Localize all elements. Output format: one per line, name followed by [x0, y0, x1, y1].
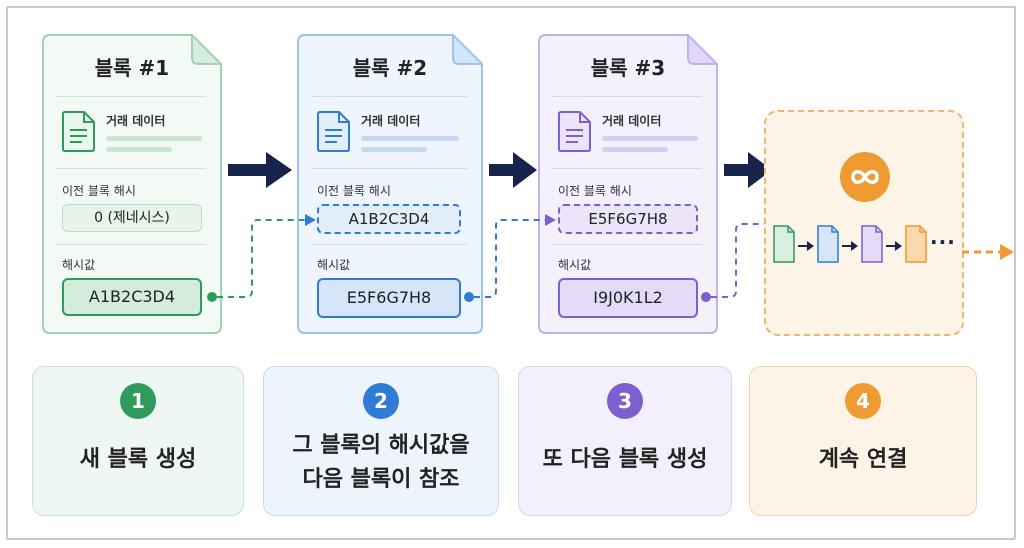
hash-value: A1B2C3D4: [62, 278, 202, 316]
block-title: 블록 #3: [590, 56, 666, 80]
arrow-right-icon: [724, 152, 772, 188]
mini-block-icon: [861, 225, 883, 263]
step-card-3: 3 또 다음 블록 생성: [518, 366, 732, 516]
data-line: [602, 136, 698, 141]
divider: [311, 168, 467, 169]
divider: [552, 168, 702, 169]
step-card-2: 2 그 블록의 해시값을 다음 블록이 참조: [263, 366, 499, 516]
divider: [56, 168, 206, 169]
prev-hash-label: 이전 블록 해시: [317, 184, 391, 198]
block-card-2: 블록 #2 거래 데이터 이전 블록 해시 A1B2C3D4 해시값 E5F6G…: [297, 34, 483, 334]
transaction-label: 거래 데이터: [602, 114, 662, 128]
divider: [552, 244, 702, 245]
data-line: [361, 136, 459, 141]
step-text-line: 새 블록 생성: [79, 447, 197, 472]
step-text-line: 계속 연결: [818, 447, 908, 472]
step-number-badge: 1: [120, 383, 156, 419]
document-shape: [42, 34, 222, 334]
prev-hash-value: A1B2C3D4: [317, 204, 461, 234]
mini-chain: [773, 225, 927, 263]
hash-label: 해시값: [62, 258, 96, 272]
document-shape: [297, 34, 483, 334]
arrow-right-icon: [842, 241, 858, 251]
prev-hash-label: 이전 블록 해시: [62, 184, 136, 198]
transaction-label: 거래 데이터: [106, 114, 166, 128]
step-text-line: 다음 블록이 참조: [302, 467, 460, 492]
hash-link-3-to-next: [701, 223, 766, 302]
infinity-badge: [840, 152, 890, 202]
step-number-badge: 2: [363, 383, 399, 419]
step-number-badge: 4: [845, 383, 881, 419]
divider: [56, 244, 206, 245]
arrow-right-icon: [886, 241, 902, 251]
hash-label: 해시값: [317, 258, 351, 272]
arrow-right-icon: [962, 244, 1014, 260]
mini-block-icon: [905, 225, 927, 263]
arrow-right-icon: [489, 152, 537, 188]
mini-block-icon: [817, 225, 839, 263]
prev-hash-value: E5F6G7H8: [558, 204, 698, 234]
hash-value: I9J0K1L2: [558, 278, 698, 318]
document-icon: [317, 111, 350, 152]
block-title: 블록 #2: [352, 56, 428, 80]
hash-label: 해시값: [558, 258, 592, 272]
mini-block-icon: [773, 225, 795, 263]
data-line: [106, 147, 172, 152]
hash-value: E5F6G7H8: [317, 278, 461, 318]
step-number-badge: 3: [607, 383, 643, 419]
data-line: [361, 147, 427, 152]
ellipsis: ···: [930, 230, 956, 254]
arrow-right-icon: [228, 152, 292, 188]
document-icon: [62, 111, 95, 152]
prev-hash-label: 이전 블록 해시: [558, 184, 632, 198]
block-card-1: 블록 #1 거래 데이터 이전 블록 해시 0 (제네시스) 해시값 A1B2C…: [42, 34, 222, 334]
step-text-line: 또 다음 블록 생성: [542, 447, 708, 472]
divider: [311, 244, 467, 245]
hash-link-1-to-2: [207, 214, 316, 302]
step-card-4: 4 계속 연결: [749, 366, 977, 516]
document-shape: [538, 34, 718, 334]
continuation-panel: ···: [764, 110, 964, 336]
divider: [311, 96, 467, 97]
step-text-line: 그 블록의 해시값을: [292, 433, 470, 458]
document-icon: [558, 111, 591, 152]
arrow-right-icon: [798, 241, 814, 251]
divider: [56, 96, 206, 97]
hash-link-2-to-3: [464, 214, 556, 302]
step-card-1: 1 새 블록 생성: [32, 366, 244, 516]
data-line: [602, 147, 668, 152]
prev-hash-value: 0 (제네시스): [62, 204, 202, 232]
block-title: 블록 #1: [94, 56, 170, 80]
data-line: [106, 136, 202, 141]
block-card-3: 블록 #3 거래 데이터 이전 블록 해시 E5F6G7H8 해시값 I9J0K…: [538, 34, 718, 334]
transaction-label: 거래 데이터: [361, 114, 421, 128]
divider: [552, 96, 702, 97]
infinity-icon: [851, 170, 879, 184]
